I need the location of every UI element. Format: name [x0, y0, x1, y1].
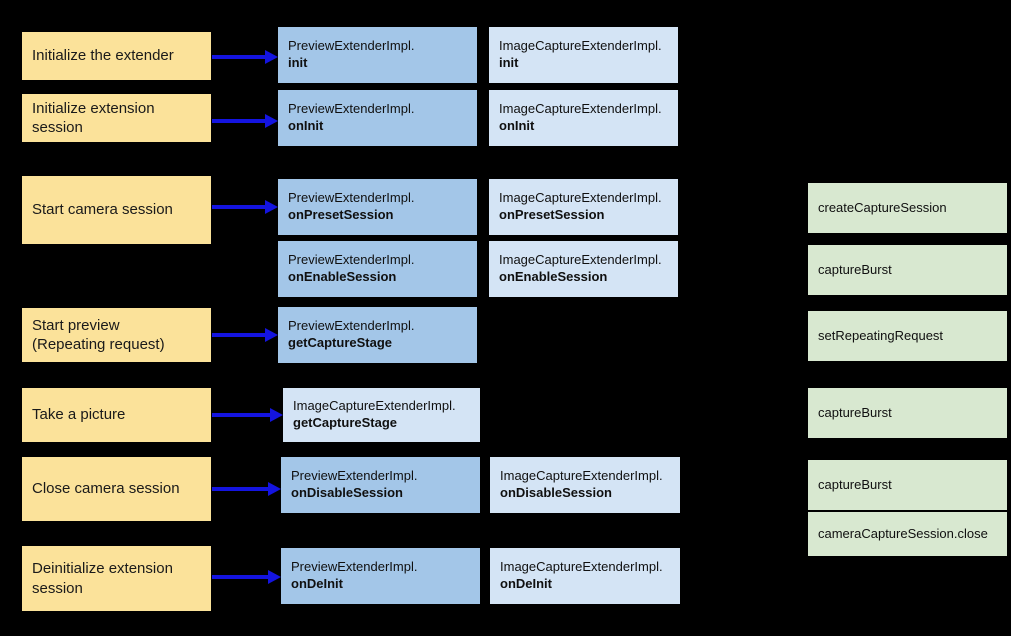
imagecapture-call-method: onPresetSession [499, 207, 605, 222]
imagecapture-call-method: onEnableSession [499, 269, 608, 284]
imagecapture-call-class: ImageCaptureExtenderImpl. [499, 190, 662, 206]
preview-call-class: PreviewExtenderImpl. [288, 38, 415, 54]
stage-label-line2: (Repeating request) [32, 336, 165, 353]
imagecapture-call-getcapturestage[interactable]: ImageCaptureExtenderImpl. getCaptureStag… [283, 388, 480, 442]
preview-call-method: onInit [288, 118, 324, 133]
stage-label-line2: session [32, 119, 83, 136]
preview-call-onenablesession[interactable]: PreviewExtenderImpl. onEnableSession [278, 241, 477, 297]
camera-api-label: captureBurst [818, 261, 892, 277]
stage-label-line1: Take a picture [32, 406, 126, 424]
arrow-shaft [212, 413, 270, 417]
arrow-shaft [212, 119, 265, 123]
imagecapture-call-onpresetsession[interactable]: ImageCaptureExtenderImpl. onPresetSessio… [489, 179, 678, 235]
arrow-to-preview-oninit [212, 114, 278, 128]
arrow-to-preview-ondisablesession [212, 482, 281, 496]
preview-call-method: onDeInit [291, 576, 343, 591]
stage-box-start-camera-session[interactable]: Start camera session [22, 176, 211, 244]
stage-label-line2: session [32, 579, 83, 597]
arrow-shaft [212, 333, 265, 337]
stage-box-close-camera-session[interactable]: Close camera session [22, 457, 211, 521]
stage-label-line1: Initialize the extender [32, 47, 174, 65]
preview-call-class: PreviewExtenderImpl. [288, 318, 415, 334]
arrow-to-preview-init [212, 50, 278, 64]
arrow-to-preview-getcapturestage [212, 328, 278, 342]
imagecapture-call-oninit[interactable]: ImageCaptureExtenderImpl. onInit [489, 90, 678, 146]
arrow-head [265, 114, 278, 128]
camera-api-captureburst-1[interactable]: captureBurst [808, 245, 1007, 295]
camera-api-captureburst-3[interactable]: captureBurst [808, 460, 1007, 510]
stage-box-start-preview[interactable]: Start preview (Repeating request) [22, 308, 211, 362]
stage-label-line1: Start preview [32, 316, 120, 334]
camera-api-label: captureBurst [818, 404, 892, 420]
camera-api-label: captureBurst [818, 476, 892, 492]
preview-call-class: PreviewExtenderImpl. [288, 252, 415, 268]
imagecapture-call-ondisablesession[interactable]: ImageCaptureExtenderImpl. onDisableSessi… [490, 457, 680, 513]
preview-call-init[interactable]: PreviewExtenderImpl. init [278, 27, 477, 83]
preview-call-method: getCaptureStage [288, 335, 393, 350]
arrow-head [265, 50, 278, 64]
imagecapture-call-class: ImageCaptureExtenderImpl. [499, 38, 662, 54]
camera-api-setrepeatingrequest[interactable]: setRepeatingRequest [808, 311, 1007, 361]
arrow-shaft [212, 55, 265, 59]
arrow-shaft [212, 575, 268, 579]
stage-label-line1: Deinitialize extension [32, 560, 173, 578]
camera-api-label: cameraCaptureSession.close [818, 525, 988, 541]
imagecapture-call-method: init [499, 55, 519, 70]
arrow-head [265, 328, 278, 342]
preview-call-class: PreviewExtenderImpl. [288, 101, 415, 117]
stage-label-line1: Initialize extension [32, 99, 155, 117]
camera-api-createcapturesession[interactable]: createCaptureSession [808, 183, 1007, 233]
preview-call-method: onPresetSession [288, 207, 394, 222]
imagecapture-call-method: onInit [499, 118, 535, 133]
imagecapture-call-class: ImageCaptureExtenderImpl. [500, 559, 663, 575]
arrow-head [265, 200, 278, 214]
preview-call-oninit[interactable]: PreviewExtenderImpl. onInit [278, 90, 477, 146]
imagecapture-call-class: ImageCaptureExtenderImpl. [293, 398, 456, 414]
camera-api-label: createCaptureSession [818, 199, 947, 215]
stage-box-deinitialize-extension-session[interactable]: Deinitialize extension session [22, 546, 211, 611]
preview-call-class: PreviewExtenderImpl. [291, 468, 418, 484]
preview-call-method: init [288, 55, 308, 70]
imagecapture-call-ondeinit[interactable]: ImageCaptureExtenderImpl. onDeInit [490, 548, 680, 604]
arrow-head [268, 570, 281, 584]
stage-label-line1: Close camera session [32, 480, 180, 498]
imagecapture-call-class: ImageCaptureExtenderImpl. [499, 252, 662, 268]
arrow-head [268, 482, 281, 496]
imagecapture-call-class: ImageCaptureExtenderImpl. [500, 468, 663, 484]
preview-call-ondeinit[interactable]: PreviewExtenderImpl. onDeInit [281, 548, 480, 604]
stage-box-take-a-picture[interactable]: Take a picture [22, 388, 211, 442]
stage-box-initialize-the-extender[interactable]: Initialize the extender [22, 32, 211, 80]
stage-box-initialize-extension-session[interactable]: Initialize extension session [22, 94, 211, 142]
arrow-head [270, 408, 283, 422]
arrow-shaft [212, 205, 265, 209]
camera-api-captureburst-2[interactable]: captureBurst [808, 388, 1007, 438]
arrow-to-preview-onpresetsession [212, 200, 278, 214]
preview-call-ondisablesession[interactable]: PreviewExtenderImpl. onDisableSession [281, 457, 480, 513]
arrow-to-preview-ondeinit [212, 570, 281, 584]
imagecapture-call-method: onDeInit [500, 576, 552, 591]
imagecapture-call-init[interactable]: ImageCaptureExtenderImpl. init [489, 27, 678, 83]
preview-call-class: PreviewExtenderImpl. [291, 559, 418, 575]
camera-api-cameracapturesession-close[interactable]: cameraCaptureSession.close [808, 512, 1007, 556]
preview-call-method: onEnableSession [288, 269, 397, 284]
imagecapture-call-method: getCaptureStage [293, 415, 398, 430]
imagecapture-call-method: onDisableSession [500, 485, 612, 500]
arrow-shaft [212, 487, 268, 491]
imagecapture-call-onenablesession[interactable]: ImageCaptureExtenderImpl. onEnableSessio… [489, 241, 678, 297]
stage-label-line1: Start camera session [32, 201, 173, 219]
preview-call-onpresetsession[interactable]: PreviewExtenderImpl. onPresetSession [278, 179, 477, 235]
preview-call-getcapturestage[interactable]: PreviewExtenderImpl. getCaptureStage [278, 307, 477, 363]
preview-call-method: onDisableSession [291, 485, 403, 500]
arrow-to-imagecapture-getcapturestage [212, 408, 283, 422]
imagecapture-call-class: ImageCaptureExtenderImpl. [499, 101, 662, 117]
preview-call-class: PreviewExtenderImpl. [288, 190, 415, 206]
camera-api-label: setRepeatingRequest [818, 327, 944, 343]
